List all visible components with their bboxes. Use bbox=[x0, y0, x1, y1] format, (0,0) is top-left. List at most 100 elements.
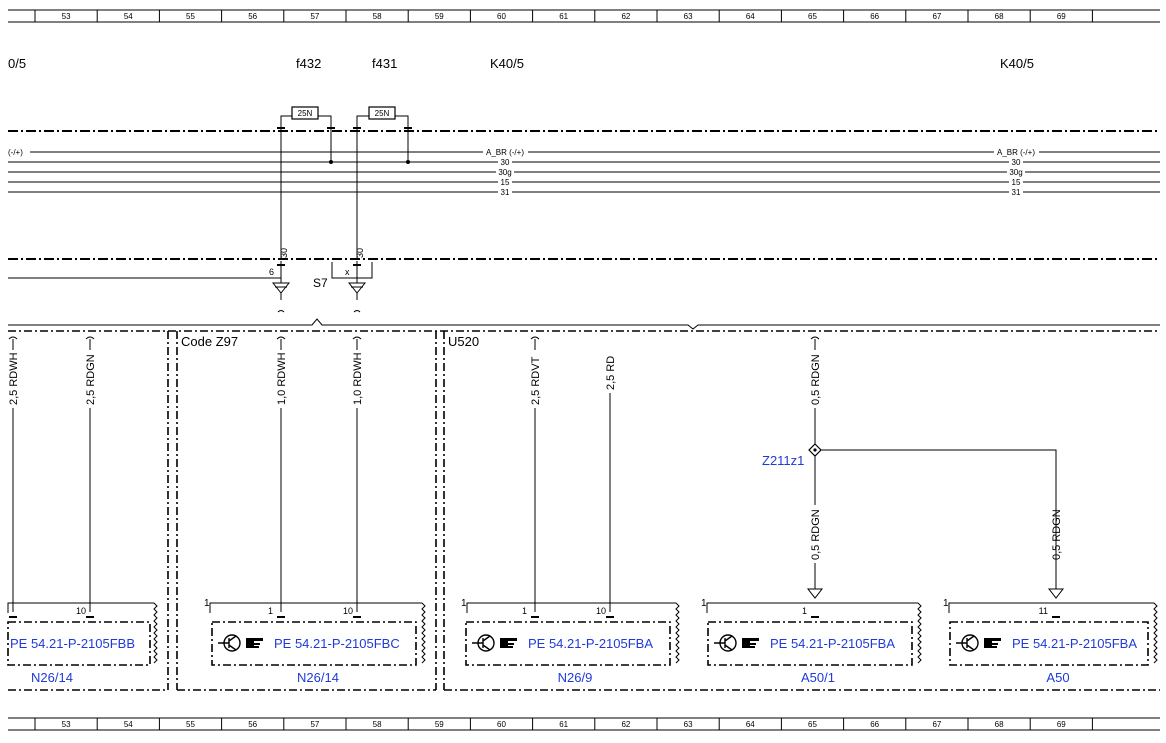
label-k40-5-a: K40/5 bbox=[490, 56, 524, 71]
grid-cell-64: 64 bbox=[746, 12, 755, 21]
grid-cell-57: 57 bbox=[310, 720, 319, 729]
grid-cell-69: 69 bbox=[1057, 720, 1066, 729]
grid-cell-66: 66 bbox=[870, 720, 879, 729]
grid-cell-58: 58 bbox=[373, 720, 382, 729]
label-f431: f431 bbox=[372, 56, 397, 71]
fuse-f431: 25N bbox=[353, 106, 412, 129]
hand-pointer-icon bbox=[984, 638, 1001, 648]
grid-cell-60: 60 bbox=[497, 12, 506, 21]
bus-label-30g-2: 30g bbox=[1009, 168, 1022, 177]
hand-pointer-icon bbox=[246, 638, 263, 648]
grid-cell-55: 55 bbox=[186, 12, 195, 21]
module-pin-left: 1 bbox=[204, 598, 210, 609]
wire-label-w8: 0,5 RDGN bbox=[810, 509, 822, 560]
grid-cell-66: 66 bbox=[870, 12, 879, 21]
grid-cell-57: 57 bbox=[310, 12, 319, 21]
section-label-u520: U520 bbox=[448, 334, 479, 349]
bus-label-left-stub: (-/+) bbox=[8, 148, 23, 157]
module-reference-link[interactable]: PE 54.21-P-2105FBA bbox=[1012, 636, 1137, 651]
bus-label-a-br-1: A_BR (-/+) bbox=[486, 148, 524, 157]
section-label-code-z97: Code Z97 bbox=[181, 334, 238, 349]
wire-label-w2: 2,5 RDGN bbox=[85, 354, 97, 405]
pin-label-x: x bbox=[345, 267, 350, 277]
pin-label-6: 6 bbox=[269, 267, 274, 277]
module-reference-link[interactable]: PE 54.21-P-2105FBA bbox=[528, 636, 653, 651]
arrow-a50-1 bbox=[806, 588, 824, 599]
grid-cell-60: 60 bbox=[497, 720, 506, 729]
module-pin-left: 1 bbox=[701, 598, 707, 609]
wire-label-w7: 0,5 RDGN bbox=[810, 354, 822, 405]
module-name-link[interactable]: N26/9 bbox=[558, 670, 593, 685]
module-pin-a: 11 bbox=[1039, 606, 1048, 616]
grid-cell-68: 68 bbox=[995, 12, 1004, 21]
fuse-f432: 25N bbox=[277, 106, 335, 129]
bus-label-30-1: 30 bbox=[501, 158, 510, 167]
transistor-icon bbox=[714, 634, 737, 652]
fuse-rating-f432: 25N bbox=[298, 109, 313, 118]
hand-pointer-icon bbox=[500, 638, 517, 648]
grid-cell-54: 54 bbox=[124, 12, 133, 21]
module-reference-link[interactable]: PE 54.21-P-2105FBC bbox=[274, 636, 400, 651]
wire-label-w3: 1,0 RDWH bbox=[276, 352, 288, 405]
grid-cell-69: 69 bbox=[1057, 12, 1066, 21]
grid-cell-64: 64 bbox=[746, 720, 755, 729]
group-bracket bbox=[8, 318, 1160, 330]
wire-label-w9: 0,5 RDGN bbox=[1051, 509, 1063, 560]
grid-cell-53: 53 bbox=[62, 720, 71, 729]
pin-label-f431-30: 30 bbox=[355, 248, 365, 258]
grid-cell-56: 56 bbox=[248, 12, 257, 21]
grid-cell-54: 54 bbox=[124, 720, 133, 729]
bus-label-31-2: 31 bbox=[1012, 188, 1021, 197]
hand-pointer-icon bbox=[742, 638, 759, 648]
connector-section: 30 30 6 x S7 bbox=[8, 248, 373, 313]
grid-cell-63: 63 bbox=[684, 12, 693, 21]
label-s7: S7 bbox=[313, 276, 328, 290]
bus-lines: (-/+) A_BR (-/+) A_BR (-/+) 30 30 30g 30… bbox=[8, 147, 1160, 197]
grid-cell-56: 56 bbox=[248, 720, 257, 729]
label-f432: f432 bbox=[296, 56, 321, 71]
grid-cell-61: 61 bbox=[559, 12, 568, 21]
module-pin-a: 1 bbox=[522, 606, 527, 616]
module-name-link[interactable]: A50 bbox=[1046, 670, 1069, 685]
module-name-link[interactable]: N26/14 bbox=[31, 670, 73, 685]
grid-cell-61: 61 bbox=[559, 720, 568, 729]
splice-z211z1: Z211z1 bbox=[762, 443, 1057, 588]
grid-cell-53: 53 bbox=[62, 12, 71, 21]
section-boundaries bbox=[8, 330, 1160, 691]
label-k40-5-b: K40/5 bbox=[1000, 56, 1034, 71]
module-pin-left: 1 bbox=[461, 598, 467, 609]
module-pin-b: 10 bbox=[596, 606, 606, 616]
grid-cell-62: 62 bbox=[621, 12, 630, 21]
splice-label-z211z1[interactable]: Z211z1 bbox=[762, 453, 804, 468]
grid-cell-59: 59 bbox=[435, 720, 444, 729]
module-pin-b: 10 bbox=[76, 606, 86, 616]
bus-label-30-2: 30 bbox=[1012, 158, 1021, 167]
fuse-rating-f431: 25N bbox=[375, 109, 390, 118]
transistor-icon bbox=[472, 634, 495, 652]
module-1: 10 PE 54.21-P-2105FBB N26/14 bbox=[7, 602, 158, 685]
module-name-link[interactable]: A50/1 bbox=[801, 670, 835, 685]
bus-label-31-1: 31 bbox=[501, 188, 510, 197]
transistor-icon bbox=[218, 634, 241, 652]
wire-label-w1: 2,5 RDWH bbox=[8, 352, 20, 405]
module-reference-link[interactable]: PE 54.21-P-2105FBA bbox=[770, 636, 895, 651]
pin-label-f432-30: 30 bbox=[279, 248, 289, 258]
module-name-link[interactable]: N26/14 bbox=[297, 670, 339, 685]
module-reference-link[interactable]: PE 54.21-P-2105FBB bbox=[10, 636, 135, 651]
grid-cell-62: 62 bbox=[621, 720, 630, 729]
wire-label-w5: 2,5 RDVT bbox=[530, 356, 542, 405]
module-3: 1 1 10 PE 54.21-P-2105FBA N26/9 bbox=[461, 598, 680, 685]
bus-label-15-2: 15 bbox=[1012, 178, 1021, 187]
bus-label-15-1: 15 bbox=[501, 178, 510, 187]
module-pin-a: 1 bbox=[268, 606, 273, 616]
label-partial-left: 0/5 bbox=[8, 56, 26, 71]
arrow-a50 bbox=[1047, 588, 1065, 599]
grid-cell-59: 59 bbox=[435, 12, 444, 21]
grid-cell-58: 58 bbox=[373, 12, 382, 21]
grid-cell-65: 65 bbox=[808, 12, 817, 21]
